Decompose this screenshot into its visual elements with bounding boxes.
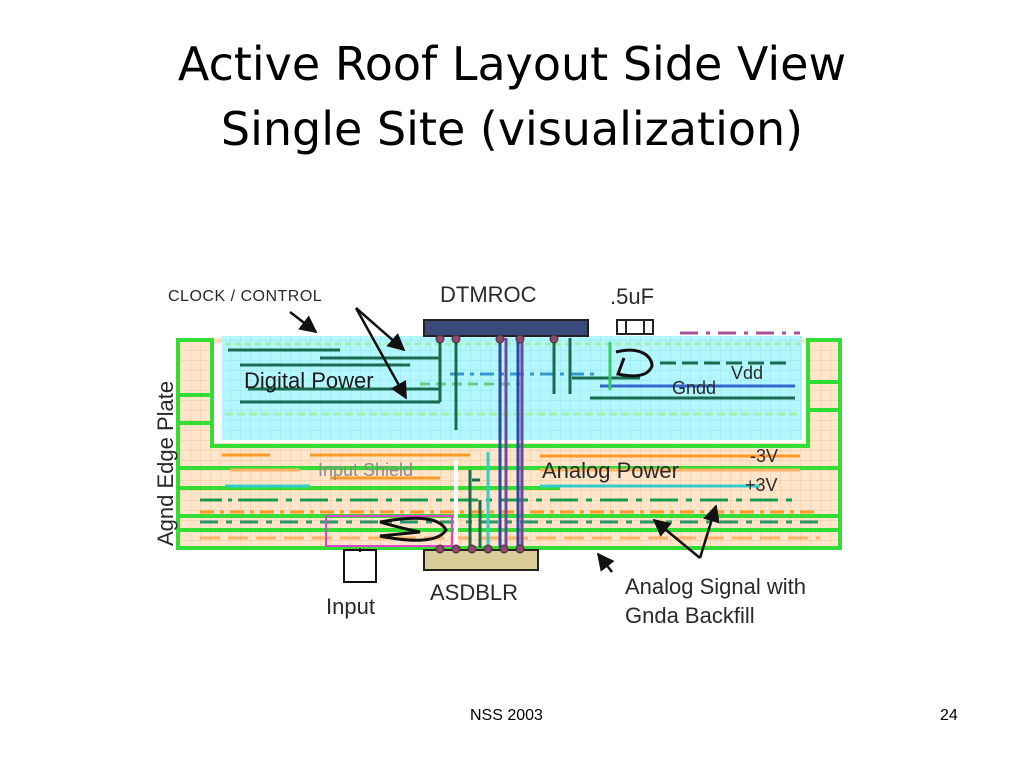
minus3v-label: -3V xyxy=(750,446,779,466)
callout-arrows xyxy=(289,307,720,573)
input-shield-label: Input Shield xyxy=(318,460,414,480)
page-number: 24 xyxy=(940,707,958,724)
footer-center: NSS 2003 xyxy=(470,707,543,724)
asdblr-chip xyxy=(423,549,539,571)
digital-power-loop xyxy=(615,348,654,378)
input-label: Input xyxy=(326,594,375,619)
analog-signal-label-line1: Analog Signal with xyxy=(625,574,807,599)
vias xyxy=(438,338,612,548)
agnd-edge-plate xyxy=(176,338,842,550)
gndd-label: Gndd xyxy=(672,378,717,398)
digital-dashed-traces xyxy=(225,342,800,416)
slide-title-line2: Single Site (visualization) xyxy=(220,102,804,156)
digital-power-label: Digital Power xyxy=(244,368,374,393)
input-pad xyxy=(343,549,377,583)
dtmroc-label: DTMROC xyxy=(440,282,537,307)
plus3v-label: +3V xyxy=(745,475,778,495)
via-dots xyxy=(435,334,559,554)
agnd-edge-plate-label: Agnd Edge Plate xyxy=(153,380,178,546)
cap-label: .5uF xyxy=(610,284,655,309)
dtmroc-chip xyxy=(423,319,589,337)
vdd-label: Vdd xyxy=(731,363,764,383)
digital-traces xyxy=(228,348,795,404)
asdblr-label: ASDBLR xyxy=(430,580,519,605)
clock-control-label: CLOCK / CONTROL xyxy=(168,288,323,305)
slide-title-line1: Active Roof Layout Side View xyxy=(177,37,847,91)
analog-power-label: Analog Power xyxy=(542,458,679,483)
analog-signal-label-line2: Gnda Backfill xyxy=(625,603,755,628)
cap-symbol xyxy=(616,319,654,335)
input-shield xyxy=(325,460,458,548)
